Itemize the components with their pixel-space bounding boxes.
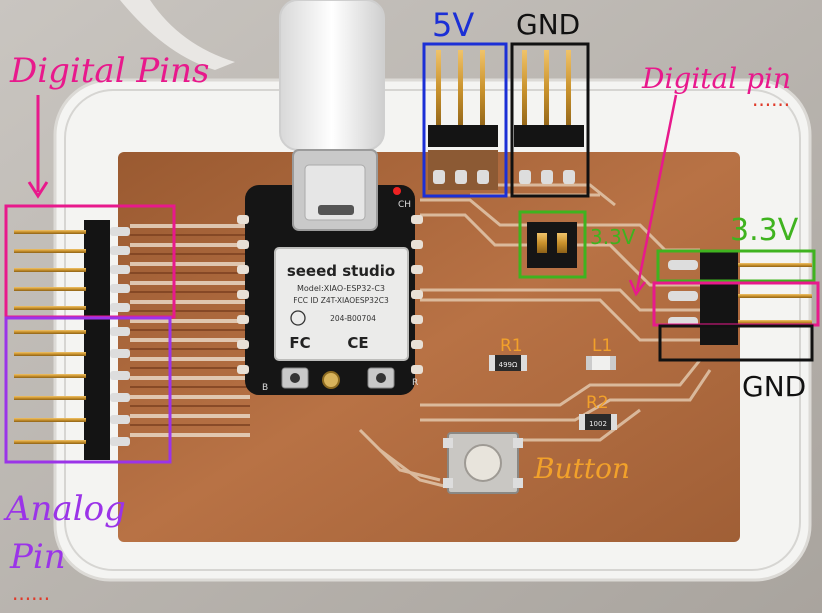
digital-pin-right-arrow — [635, 94, 678, 291]
gnd-top-box — [510, 42, 590, 198]
module-cert-text: 204-B00704 — [330, 314, 376, 323]
left-trace-gaps — [130, 234, 250, 426]
gnd-top-label: GND — [516, 8, 580, 41]
five-volt-label: 5V — [432, 6, 474, 44]
digital-pins-left-arrowhead — [27, 181, 49, 199]
module-ch-label: CH — [398, 200, 411, 210]
right-gnd-box — [658, 324, 814, 362]
module-shield-can — [274, 247, 409, 361]
module-brand-text: seeed studio — [287, 262, 395, 280]
module-r-label: R — [412, 378, 418, 388]
r1-value-text: 499Ω — [499, 361, 518, 369]
analog-pin-underline-dots: ...... — [12, 581, 50, 605]
module-fc-mark: FC — [289, 334, 310, 352]
module-cert-icon — [290, 310, 306, 326]
top-5v-header — [428, 50, 498, 190]
three-v3-right-label: 3.3V — [730, 213, 799, 248]
module-castellated-pads — [237, 215, 423, 374]
usb-c-plug — [279, 0, 385, 231]
center-3v3-header — [527, 222, 577, 268]
module-b-label: B — [262, 383, 268, 393]
usb-cable-loop — [120, 0, 235, 70]
l1-label: L1 — [592, 336, 612, 356]
module-charge-led — [393, 187, 401, 195]
xiao-esp32c3-module: seeed studio Model:XIAO-ESP32-C3 FCC ID … — [237, 185, 423, 395]
left-pin-header — [14, 220, 130, 460]
analog-pins-box — [4, 316, 172, 464]
digital-pin-right-label: Digital pin — [641, 62, 791, 95]
digital-pins-left-label: Digital Pins — [9, 51, 209, 91]
module-ce-mark: CE — [347, 334, 368, 352]
analog-pin-label-line2: Pin — [9, 537, 66, 577]
three-v3-center-label: 3.3V — [590, 225, 636, 249]
digital-pin-right-arrowhead — [628, 279, 646, 297]
center-3v3-box — [518, 210, 587, 279]
left-traces — [130, 224, 250, 437]
gnd-right-label: GND — [742, 370, 806, 403]
five-volt-box — [422, 42, 508, 198]
right-3v3-box — [656, 249, 816, 283]
led-l1 — [586, 356, 616, 370]
module-fcc-text: FCC ID Z4T-XIAOESP32C3 — [293, 296, 389, 305]
r1-label: R1 — [500, 336, 523, 356]
module-antenna-connector — [322, 371, 340, 389]
top-gnd-header — [514, 50, 584, 184]
resistor-r2: 1002 — [579, 414, 617, 430]
push-button-component — [443, 432, 523, 494]
analog-pin-label-line1: Analog — [3, 489, 126, 529]
button-label: Button — [533, 452, 630, 485]
r2-value-text: 1002 — [589, 420, 607, 428]
resistor-r1: 499Ω — [489, 355, 527, 371]
module-model-text: Model:XIAO-ESP32-C3 — [297, 284, 385, 293]
r2-label: R2 — [586, 393, 609, 413]
digital-pin-right-underline-dots: ...... — [752, 87, 790, 111]
